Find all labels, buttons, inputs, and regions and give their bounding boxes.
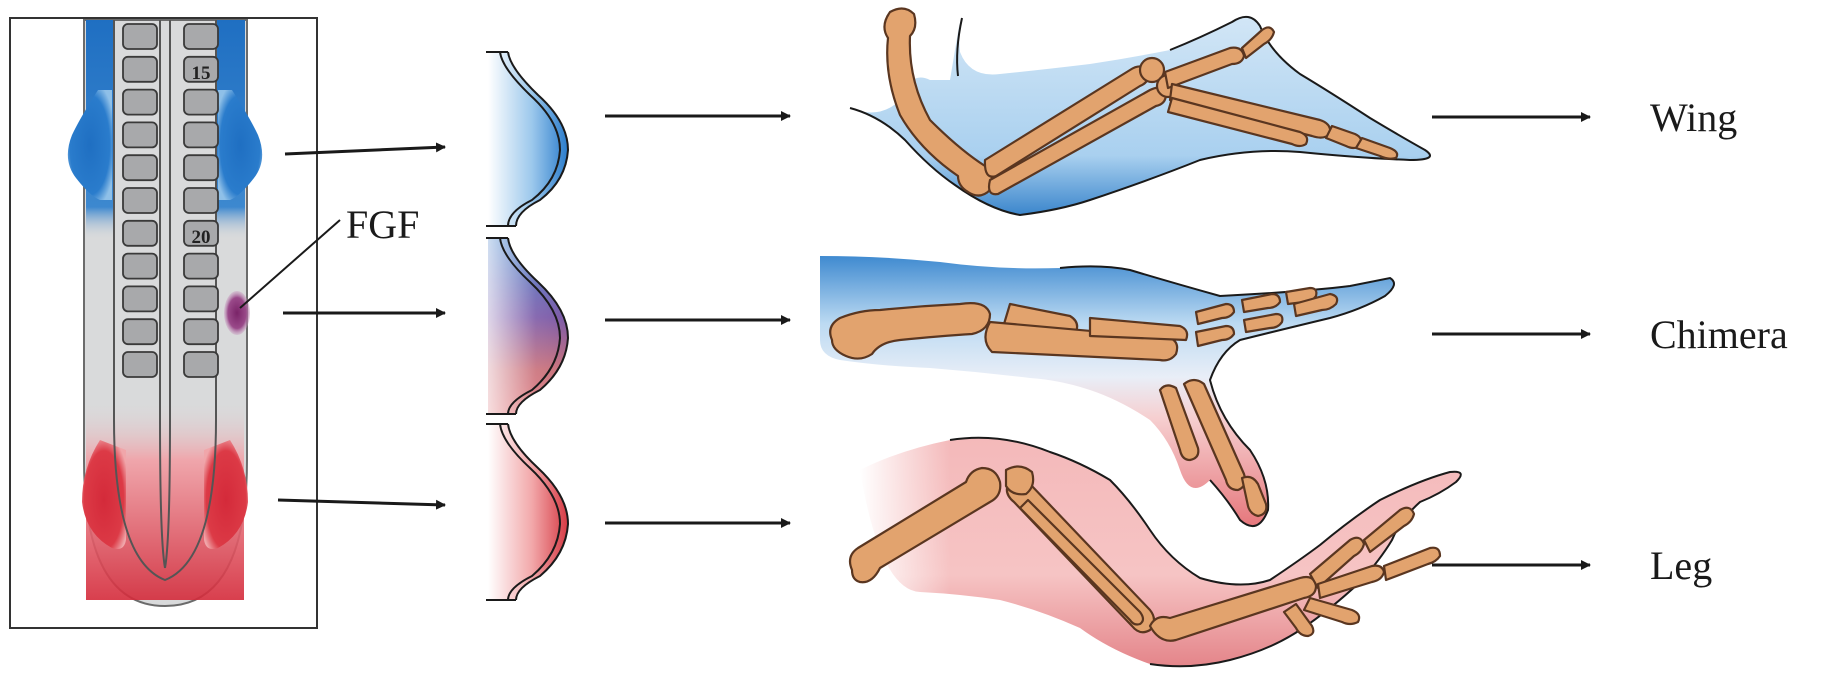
somite-label-20: 20 bbox=[192, 227, 211, 248]
somite bbox=[184, 24, 218, 49]
somite bbox=[123, 122, 157, 147]
somite bbox=[123, 352, 157, 377]
somite bbox=[123, 188, 157, 213]
leg-toe-4 bbox=[1384, 548, 1440, 580]
outcome-label-wing: Wing bbox=[1650, 95, 1737, 140]
somite bbox=[123, 254, 157, 279]
leg-patella bbox=[1006, 466, 1033, 494]
somite bbox=[123, 319, 157, 344]
wing-limb bbox=[850, 8, 1430, 215]
fgf-bead bbox=[224, 291, 250, 335]
somite bbox=[123, 221, 157, 246]
somite bbox=[184, 155, 218, 180]
somite bbox=[123, 155, 157, 180]
section-wing-bud bbox=[486, 52, 568, 226]
section-chimera-bud bbox=[486, 238, 568, 414]
somite bbox=[123, 90, 157, 115]
outcome-label-leg: Leg bbox=[1650, 543, 1712, 588]
arrows-section-to-limb bbox=[605, 116, 790, 523]
somite bbox=[123, 24, 157, 49]
embryo-panel: 15 20 bbox=[10, 18, 340, 628]
somite bbox=[184, 352, 218, 377]
somite-label-15: 15 bbox=[192, 63, 211, 84]
somite bbox=[184, 319, 218, 344]
somite bbox=[123, 57, 157, 82]
somite bbox=[123, 286, 157, 311]
somite bbox=[184, 254, 218, 279]
somite bbox=[184, 188, 218, 213]
fgf-label: FGF bbox=[346, 202, 419, 247]
leg-limb bbox=[850, 438, 1461, 667]
arrows-limb-to-label bbox=[1432, 117, 1590, 565]
somite bbox=[184, 286, 218, 311]
somite bbox=[184, 122, 218, 147]
outcome-label-chimera: Chimera bbox=[1650, 312, 1788, 357]
somite bbox=[184, 90, 218, 115]
section-leg-bud bbox=[486, 424, 568, 600]
